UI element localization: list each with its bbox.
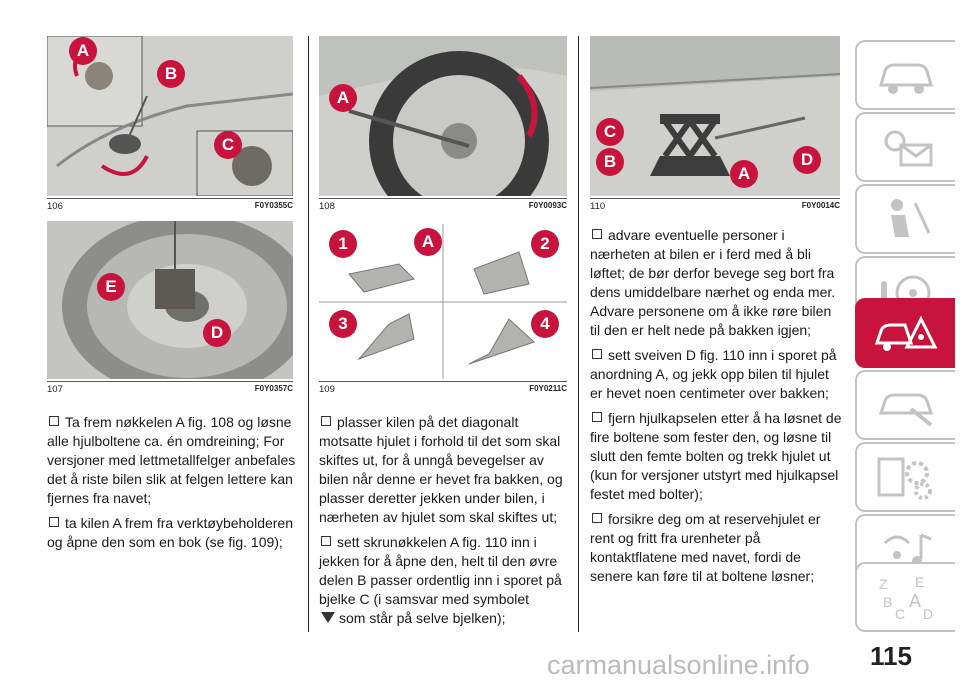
figure-109-caption: 109 F0Y0211C xyxy=(319,381,567,395)
svg-text:Z: Z xyxy=(879,576,888,592)
alphabet-index-icon: Z E B AC D xyxy=(879,574,933,622)
wheel-wrench-illustration xyxy=(319,36,567,196)
column-divider xyxy=(578,36,579,632)
callout-4: 4 xyxy=(531,310,559,338)
gears-icon xyxy=(877,457,932,500)
checkbox-bullet-icon xyxy=(592,412,602,422)
checkbox-bullet-icon xyxy=(592,513,602,523)
figure-number: 109 xyxy=(319,384,335,395)
tab-in-an-emergency[interactable] xyxy=(855,298,955,368)
svg-text:A: A xyxy=(909,591,921,611)
figure-number: 107 xyxy=(47,384,63,395)
text-column-2: plasser kilen på det diagonalt motsatte … xyxy=(319,413,569,634)
callout-d: D xyxy=(203,319,231,347)
svg-text:E: E xyxy=(915,574,924,590)
checkbox-bullet-icon xyxy=(592,349,602,359)
tab-servicing-maintenance[interactable] xyxy=(855,370,955,440)
figure-106-caption: 106 F0Y0355C xyxy=(47,198,293,212)
figure-number: 106 xyxy=(47,201,63,212)
breakdown-warning-icon xyxy=(874,315,938,351)
car-maintenance-icon xyxy=(878,393,934,427)
text-column-3: advare eventuelle personer i nærheten at… xyxy=(590,226,842,592)
figure-107: E D xyxy=(47,221,293,379)
dashboard-warning-icon xyxy=(884,130,933,167)
page-number: 115 xyxy=(870,641,912,671)
figure-code: F0Y0093C xyxy=(528,201,567,210)
wheel-chock-steps-illustration xyxy=(319,224,567,379)
watermark-text[interactable]: carmanualsonline.info xyxy=(547,650,810,680)
svg-text:C: C xyxy=(895,606,905,622)
triangle-symbol-icon xyxy=(321,612,335,623)
figure-number: 110 xyxy=(590,201,606,212)
tab-technical-data[interactable] xyxy=(855,442,955,512)
instruction-item: sett skrunøkkelen A fig. 110 inn i jekke… xyxy=(319,534,562,626)
figure-code: F0Y0357C xyxy=(254,384,293,393)
tab-safety[interactable] xyxy=(855,184,955,254)
figure-code: F0Y0355C xyxy=(254,201,293,210)
callout-a: A xyxy=(414,228,442,256)
figure-number: 108 xyxy=(319,201,335,212)
car-icon xyxy=(879,63,933,94)
checkbox-bullet-icon xyxy=(592,229,602,239)
svg-text:D: D xyxy=(923,606,933,622)
checkbox-bullet-icon xyxy=(49,416,59,426)
figure-107-caption: 107 F0Y0357C xyxy=(47,381,293,395)
figure-code: F0Y0211C xyxy=(529,384,567,393)
checkbox-bullet-icon xyxy=(321,536,331,546)
callout-a: A xyxy=(730,160,758,188)
figure-109: 1 A 2 3 4 xyxy=(319,224,567,379)
figure-code: F0Y0014C xyxy=(801,201,840,210)
instruction-item: forsikre deg om at reservehjulet er rent… xyxy=(590,511,821,584)
figure-108: A xyxy=(319,36,567,196)
airbag-seat-icon xyxy=(891,199,931,237)
figure-106: A B C xyxy=(47,36,293,196)
figure-108-caption: 108 F0Y0093C xyxy=(319,198,567,212)
instruction-item: sett sveiven D fig. 110 inn i sporet på … xyxy=(590,347,837,401)
callout-a: A xyxy=(69,37,97,65)
car-jack-illustration xyxy=(590,36,840,196)
instruction-item: ta kilen A frem fra verktøybeholderen og… xyxy=(47,515,293,550)
instruction-item: advare eventuelle personer i nærheten at… xyxy=(590,227,836,338)
callout-b: B xyxy=(157,60,185,88)
checkbox-bullet-icon xyxy=(49,517,59,527)
tab-dashboard-warnings[interactable] xyxy=(855,112,955,182)
callout-c: C xyxy=(596,118,624,146)
instruction-item: fjern hjulkapselen etter å ha løsnet de … xyxy=(590,410,842,502)
figure-110-caption: 110 F0Y0014C xyxy=(590,198,840,212)
tab-car-overview[interactable] xyxy=(855,40,955,110)
callout-d: D xyxy=(793,146,821,174)
spare-wheel-illustration xyxy=(47,221,293,379)
instruction-item: Ta frem nøkkelen A fig. 108 og løsne all… xyxy=(47,414,296,506)
callout-a: A xyxy=(329,84,357,112)
callout-1: 1 xyxy=(329,230,357,258)
callout-3: 3 xyxy=(329,310,357,338)
text-column-1: Ta frem nøkkelen A fig. 108 og løsne all… xyxy=(47,413,297,558)
figure-110: C B A D xyxy=(590,36,840,196)
callout-2: 2 xyxy=(531,230,559,258)
column-divider xyxy=(308,36,309,632)
svg-text:B: B xyxy=(883,594,892,610)
instruction-item: plasser kilen på det diagonalt motsatte … xyxy=(319,414,563,525)
callout-e: E xyxy=(97,273,125,301)
checkbox-bullet-icon xyxy=(321,416,331,426)
callout-c: C xyxy=(214,131,242,159)
callout-b: B xyxy=(596,148,624,176)
